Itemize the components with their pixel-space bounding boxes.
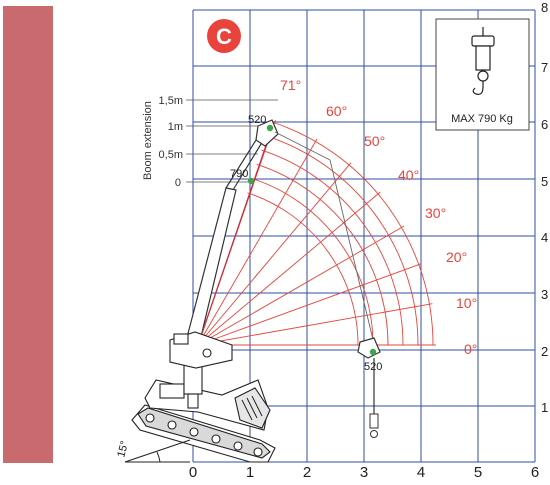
badge-letter: C [216, 24, 232, 49]
horizontal-boom-point [369, 348, 377, 356]
x-tick-6: 6 [531, 464, 539, 480]
crane-hook-icon [471, 27, 495, 95]
y-tick-7: 7 [541, 60, 548, 75]
angle-label-60: 60° [326, 103, 347, 119]
angle-arc-1 [265, 135, 419, 346]
angle-arc-2 [261, 149, 404, 346]
boom-level-0-5m: 0,5m [159, 149, 183, 161]
angle-arc-3 [256, 163, 389, 346]
angle-label-71: 71° [280, 77, 301, 93]
load-label-mid: 790 [230, 168, 248, 180]
x-tick-1: 1 [246, 464, 254, 480]
angle-label-50: 50° [364, 133, 385, 149]
boom-level-1m: 1m [168, 121, 183, 133]
boom-level-0: 0 [175, 177, 181, 189]
chart-badge: C [207, 19, 241, 53]
boom-level-1-5m: 1,5m [159, 95, 183, 107]
boom-head-point [266, 124, 274, 132]
y-tick-2: 2 [541, 344, 548, 359]
boom-extension-title: Boom extension [142, 101, 154, 180]
track-rollers [145, 413, 263, 457]
y-tick-5: 5 [541, 174, 548, 189]
angle-label-10: 10° [456, 295, 477, 311]
x-tick-2: 2 [303, 464, 311, 480]
angle-ray-30 [197, 225, 405, 346]
angle-ray-50 [197, 162, 352, 346]
max-load-box: MAX 790 Kg [435, 18, 530, 131]
angle-label-30: 30° [425, 205, 446, 221]
y-tick-6: 6 [541, 117, 548, 132]
angle-ray-20 [197, 263, 422, 346]
angle-label-20: 20° [446, 249, 467, 265]
boom-assembly [184, 119, 381, 438]
boom-mid-point [247, 177, 255, 185]
y-tick-1: 1 [541, 400, 548, 415]
load-label-top: 520 [248, 114, 266, 126]
x-tick-0: 0 [189, 464, 197, 480]
load-label-right: 520 [364, 361, 382, 373]
x-tick-3: 3 [360, 464, 368, 480]
angle-ray-60 [197, 138, 318, 346]
tilt-label: 15° [115, 440, 131, 459]
angle-label-40: 40° [398, 167, 419, 183]
angle-arc-5 [247, 192, 359, 346]
x-tick-5: 5 [474, 464, 482, 480]
crawler-crane-machine [131, 331, 276, 463]
y-tick-4: 4 [541, 230, 548, 245]
tilt-indicator [124, 439, 191, 463]
max-load-label: MAX 790 Kg [451, 113, 513, 125]
angle-arc-4 [251, 178, 374, 346]
y-tick-8: 8 [541, 0, 548, 15]
x-tick-4: 4 [417, 464, 425, 480]
angle-ray-10 [197, 303, 433, 346]
angle-label-0: 0° [464, 341, 477, 357]
side-color-panel [3, 6, 53, 463]
y-tick-3: 3 [541, 287, 548, 302]
angle-ray-40 [197, 191, 381, 346]
